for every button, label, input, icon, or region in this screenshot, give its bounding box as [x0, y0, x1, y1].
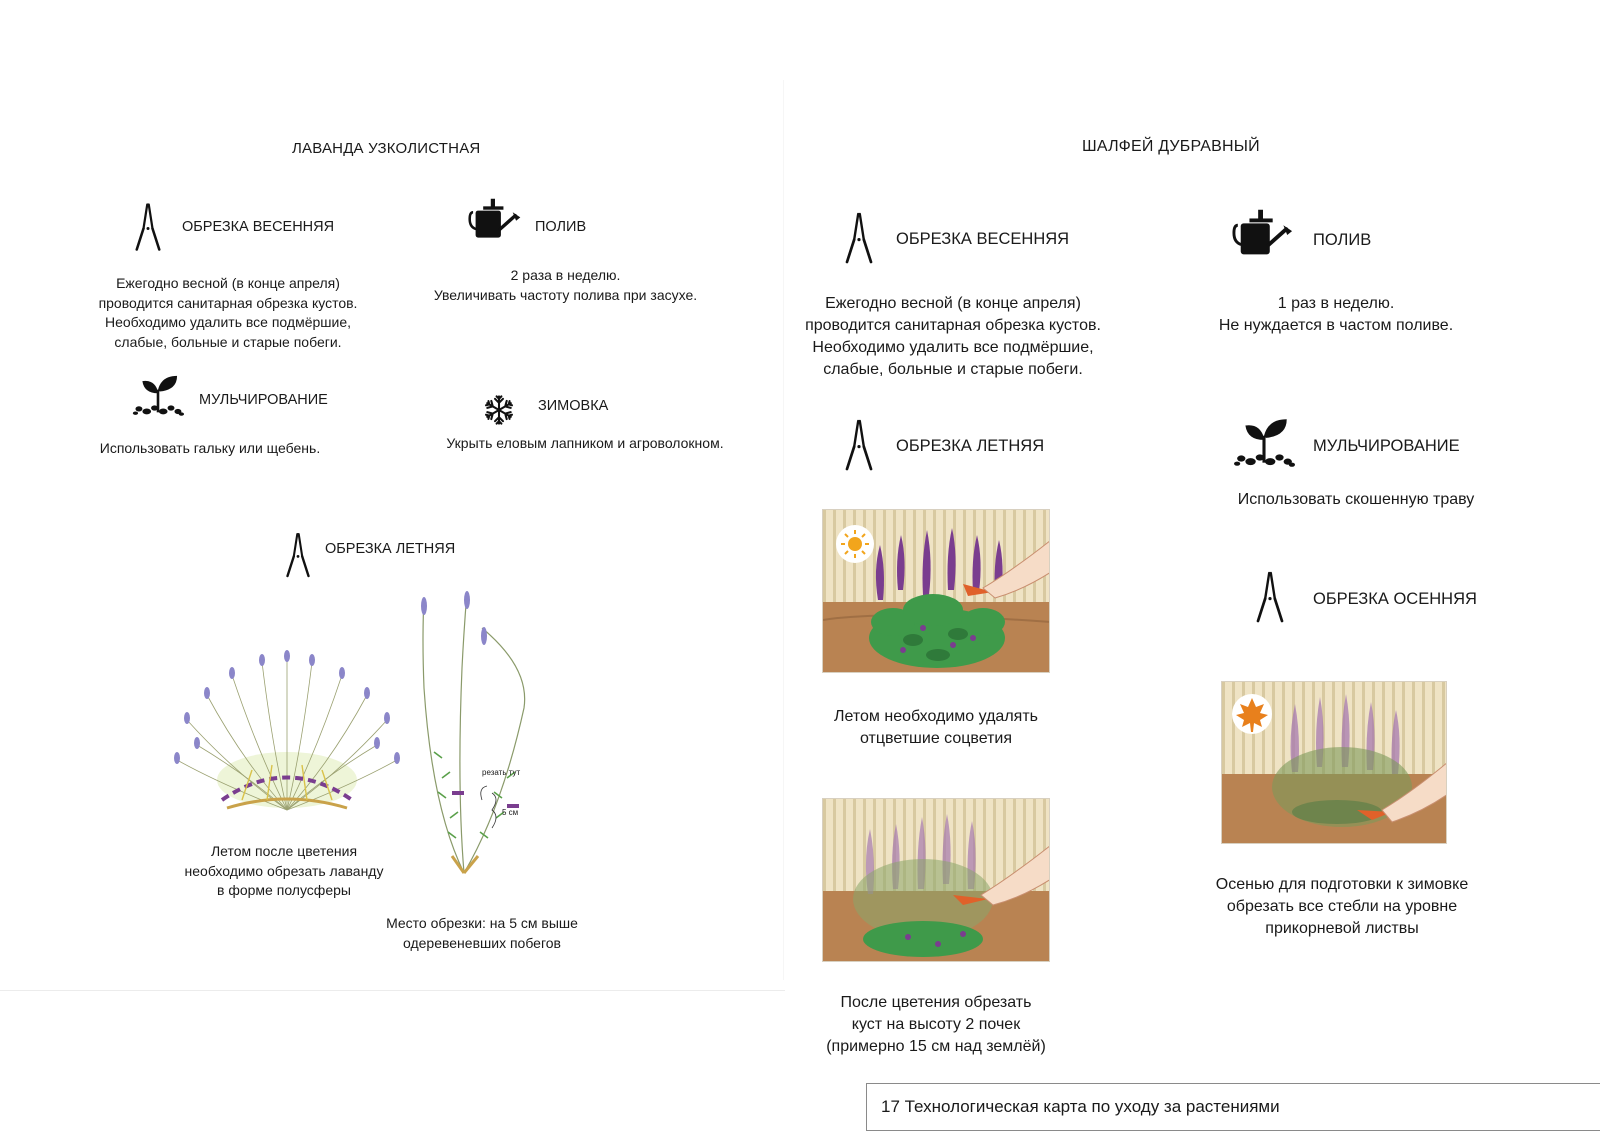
shears-icon	[135, 203, 161, 251]
watering-can-icon	[1232, 209, 1294, 257]
sage-summer-pruning-image-2	[822, 798, 1050, 962]
shears-icon	[286, 532, 310, 578]
footer-caption: 17 Технологическая карта по уходу за рас…	[881, 1097, 1280, 1116]
sage-title: ШАЛФЕЙ ДУБРАВНЫЙ	[1082, 138, 1260, 155]
sage-summer-pruning-image-1	[822, 509, 1050, 673]
text-line: Ежегодно весной (в конце апреля)	[825, 295, 1081, 312]
sage-summer-caption-2: После цветения обрезать куст на высоту 2…	[796, 992, 1076, 1058]
lavender-branch-illustration	[421, 591, 526, 874]
sage-watering-heading: ПОЛИВ	[1313, 231, 1372, 249]
text-line: Необходимо удалить все подмёршие,	[104, 314, 352, 330]
lavender-summer-caption-shape: Летом после цветения необходимо обрезать…	[152, 842, 416, 901]
text-line: Необходимо удалить все подмёршие,	[812, 339, 1094, 356]
sage-summer-caption-1: Летом необходимо удалять отцветшие соцве…	[796, 706, 1076, 750]
sage-mulching-heading: МУЛЬЧИРОВАНИЕ	[1313, 437, 1460, 455]
maple-leaf-icon	[1236, 698, 1268, 732]
lavender-bush-illustration	[174, 650, 400, 811]
lavender-summer-caption-place: Место обрезки: на 5 см выше одеревеневши…	[352, 914, 612, 953]
watering-can-icon	[468, 198, 522, 240]
sage-autumn-pruning-text: Осенью для подготовки к зимовке обрезать…	[1182, 874, 1502, 940]
text-line: обрезать все стебли на уровне	[1226, 898, 1458, 915]
sage-watering-text: 1 раз в неделю. Не нуждается в частом по…	[1186, 293, 1486, 337]
sage-spring-pruning-text: Ежегодно весной (в конце апреля) проводи…	[778, 293, 1128, 381]
text-line: необходимо обрезать лаванду	[184, 862, 384, 879]
lavender-spring-pruning-heading: ОБРЕЗКА ВЕСЕННЯЯ	[182, 219, 335, 235]
text-line: одеревеневших побегов	[402, 934, 561, 951]
lavender-mulching-text: Использовать гальку или щебень.	[99, 440, 321, 456]
page-divider	[783, 80, 784, 980]
text-line: слабые, больные и старые побеги.	[823, 361, 1083, 378]
snowflake-icon	[483, 394, 515, 426]
text-line: 1 раз в неделю.	[1277, 295, 1395, 312]
lavender-watering-heading: ПОЛИВ	[535, 219, 587, 235]
text-line: прикорневой листвы	[1265, 920, 1419, 937]
lavender-wintering-heading: ЗИМОВКА	[538, 398, 609, 414]
text-line: в форме полусферы	[217, 882, 351, 898]
text-line: После цветения обрезать	[840, 994, 1032, 1011]
text-line: слабые, больные и старые побеги.	[114, 333, 342, 350]
lavender-summer-pruning-heading: ОБРЕЗКА ЛЕТНЯЯ	[325, 541, 456, 557]
sage-autumn-pruning-image	[1221, 681, 1447, 844]
five-cm-label: 5 см	[502, 808, 519, 817]
sage-summer-pruning-heading: ОБРЕЗКА ЛЕТНЯЯ	[896, 437, 1045, 455]
text-line: куст на высоту 2 почек	[851, 1016, 1021, 1033]
cut-here-label: резать тут	[482, 768, 521, 777]
lavender-mulching-heading: МУЛЬЧИРОВАНИЕ	[199, 392, 328, 408]
text-line: 2 раза в неделю.	[510, 267, 621, 283]
text-line: Ежегодно весной (в конце апреля)	[116, 275, 340, 291]
text-line: Летом необходимо удалять	[834, 708, 1038, 725]
text-line: Осенью для подготовки к зимовке	[1215, 876, 1469, 893]
text-line: Место обрезки: на 5 см выше	[386, 915, 578, 931]
shears-icon	[845, 419, 873, 471]
text-line: отцветшие соцветия	[859, 730, 1013, 747]
text-line: Не нуждается в частом поливе.	[1218, 317, 1454, 334]
text-line: проводится санитарная обрезка кустов.	[805, 317, 1101, 334]
sage-autumn-pruning-heading: ОБРЕЗКА ОСЕННЯЯ	[1313, 590, 1477, 608]
footer-caption-box: 17 Технологическая карта по уходу за рас…	[866, 1083, 1600, 1131]
sage-spring-pruning-heading: ОБРЕЗКА ВЕСЕННЯЯ	[896, 230, 1070, 248]
text-line: проводится санитарная обрезка кустов.	[98, 294, 358, 311]
lavender-title: ЛАВАНДА УЗКОЛИСТНАЯ	[292, 140, 481, 157]
text-line: (примерно 15 см над землёй)	[826, 1038, 1046, 1055]
lavender-spring-pruning-text: Ежегодно весной (в конце апреля) проводи…	[68, 274, 388, 352]
shears-icon	[1256, 571, 1284, 623]
lavender-wintering-text: Укрыть еловым лапником и агроволокном.	[446, 435, 724, 451]
seedling-mulch-icon	[1233, 417, 1295, 468]
text-line: Увеличивать частоту полива при засухе.	[433, 286, 698, 303]
lavender-watering-text: 2 раза в неделю. Увеличивать частоту пол…	[408, 266, 723, 305]
left-section-rule	[0, 990, 785, 991]
text-line: Летом после цветения	[210, 843, 358, 859]
sun-icon	[841, 530, 869, 558]
sage-mulching-text: Использовать скошенную траву	[1237, 491, 1475, 508]
seedling-mulch-icon	[132, 374, 184, 416]
shears-icon	[845, 212, 873, 264]
